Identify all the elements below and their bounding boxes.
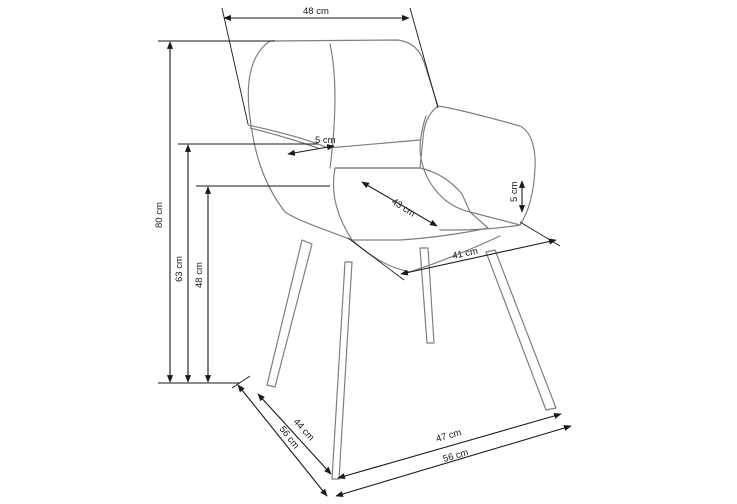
label-armrest-offset: 5 cm — [509, 181, 520, 202]
label-armrest-width: 5 cm — [315, 135, 336, 146]
label-top-width: 48 cm — [303, 6, 329, 17]
leg-back-right — [419, 247, 435, 344]
label-leg-width: 47 cm — [435, 427, 463, 445]
leg-front-left — [331, 261, 353, 480]
dim-seat-depth — [361, 181, 438, 227]
backrest-inner-seam — [249, 127, 319, 149]
dim-total-depth — [237, 384, 328, 497]
label-armrest-height: 63 cm — [174, 256, 185, 282]
label-total-width: 56 cm — [442, 447, 470, 465]
label-seat-height: 48 cm — [194, 262, 205, 288]
dim-leg-width — [337, 412, 562, 480]
dim-total-width — [335, 425, 572, 497]
label-seat-depth: 43 cm — [389, 196, 417, 219]
label-seat-width: 41 cm — [451, 246, 479, 262]
chair-armrest-right — [437, 105, 536, 231]
dim-armrest-width — [287, 144, 335, 156]
chair-seat — [334, 167, 489, 241]
chair-drawing — [247, 39, 557, 480]
armrest-right-inner — [419, 115, 521, 226]
backrest-seam — [329, 43, 336, 169]
leg-back-left — [266, 239, 313, 388]
leg-front-right — [485, 249, 557, 411]
dimension-lines — [158, 7, 572, 497]
dim-seat-width — [400, 238, 557, 276]
dim-leg-depth — [257, 393, 332, 475]
label-total-height: 80 cm — [154, 202, 165, 228]
